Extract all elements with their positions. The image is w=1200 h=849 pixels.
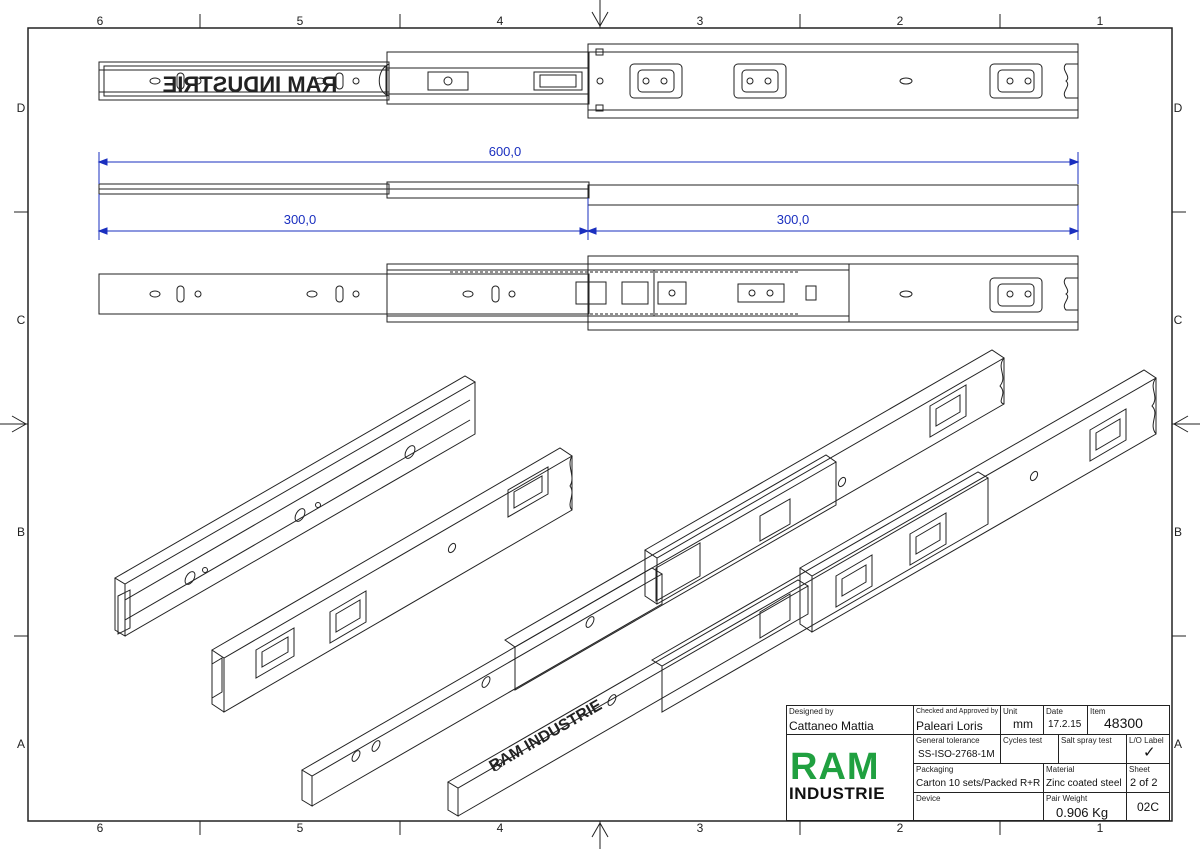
col-label: 3 [697, 821, 704, 835]
item-value: 48300 [1104, 715, 1143, 731]
device-label: Device [916, 794, 941, 803]
designed-by-label: Designed by [789, 707, 834, 716]
row-label: D [17, 101, 26, 115]
row-label: B [1174, 525, 1182, 539]
col-label: 2 [897, 14, 904, 28]
weight-value: 0.906 Kg [1056, 805, 1109, 820]
row-label: C [17, 313, 26, 327]
tolerance-label: General tolerance [916, 736, 980, 745]
unit-cell: Unit mm [1000, 705, 1044, 735]
col-label: 1 [1097, 14, 1104, 28]
ram-logo: RAM [790, 746, 880, 788]
sheet-cell: Sheet 2 of 2 [1126, 763, 1170, 793]
col-label: 3 [697, 14, 704, 28]
iso-assembly-extended [447, 369, 1157, 817]
dimension-lines [97, 152, 1080, 240]
salt-label: Salt spray test [1061, 736, 1112, 745]
tolerance-cell: General tolerance SS-ISO-2768-1M [913, 734, 1001, 764]
material-cell: Material Zinc coated steel [1043, 763, 1127, 793]
col-label: 5 [297, 821, 304, 835]
designed-by-value: Cattaneo Mattia [789, 719, 874, 733]
packaging-cell: Packaging Carton 10 sets/Packed R+R [913, 763, 1044, 793]
designed-by-cell: Designed by Cattaneo Mattia [786, 705, 914, 735]
dim-right: 300,0 [777, 212, 810, 227]
dim-left: 300,0 [284, 212, 317, 227]
revision-cell: 02C [1126, 792, 1170, 821]
col-label: 4 [497, 821, 504, 835]
date-value: 17.2.15 [1048, 719, 1082, 730]
col-label: 4 [497, 14, 504, 28]
top-view-rail [98, 43, 1079, 119]
cycles-cell: Cycles test [1000, 734, 1059, 764]
zone-ticks [14, 14, 1186, 835]
col-label: 6 [97, 821, 104, 835]
rail-logo-mirrored: RAM INDUSTRIE [163, 72, 338, 97]
row-label: D [1174, 101, 1183, 115]
checked-by-value: Paleari Loris [916, 719, 983, 733]
packaging-label: Packaging [916, 765, 954, 774]
weight-cell: Pair Weight 0.906 Kg [1043, 792, 1127, 821]
col-label: 6 [97, 14, 104, 28]
logo-cell: RAM INDUSTRIE [786, 734, 914, 821]
lo-label-cell: L/O Label ✓ [1126, 734, 1170, 764]
weight-label: Pair Weight [1046, 794, 1088, 803]
col-label: 5 [297, 14, 304, 28]
title-block: Designed by Cattaneo Mattia Checked and … [786, 705, 1170, 821]
cycles-label: Cycles test [1003, 736, 1043, 745]
checked-by-label: Checked and Approved by [916, 708, 999, 715]
device-cell: Device [913, 792, 1044, 821]
iso-inner-member [114, 375, 476, 637]
bottom-view-rail [98, 255, 1079, 331]
iso-outer-member [211, 447, 573, 713]
row-label: A [1174, 737, 1182, 751]
revision-value: 02C [1137, 800, 1160, 814]
dim-total: 600,0 [489, 144, 522, 159]
col-label: 1 [1097, 821, 1104, 835]
industrie-logo: INDUSTRIE [789, 784, 886, 803]
item-label: Item [1090, 707, 1106, 716]
row-label: A [17, 737, 25, 751]
unit-value: mm [1013, 717, 1033, 731]
iso-rail-logo: RAM INDUSTRIE [486, 697, 605, 775]
date-label: Date [1046, 707, 1063, 716]
lo-checkmark-icon: ✓ [1143, 744, 1156, 761]
item-cell: Item 48300 [1087, 705, 1170, 735]
lo-label: L/O Label [1129, 736, 1164, 745]
date-cell: Date 17.2.15 [1043, 705, 1088, 735]
material-label: Material [1046, 765, 1075, 774]
tolerance-value: SS-ISO-2768-1M [918, 749, 995, 760]
salt-cell: Salt spray test [1058, 734, 1127, 764]
drawing-border [27, 27, 1173, 822]
row-label: C [1174, 313, 1183, 327]
unit-label: Unit [1003, 707, 1018, 716]
sheet-value: 2 of 2 [1130, 777, 1158, 789]
side-view-rail [98, 181, 1079, 206]
iso-assembly-closed [301, 349, 1005, 807]
zone-labels: 6 5 4 3 2 1 6 5 4 3 2 1 D C B A D C B A [17, 14, 1183, 835]
row-label: B [17, 525, 25, 539]
material-value: Zinc coated steel [1046, 778, 1122, 789]
checked-by-cell: Checked and Approved by Paleari Loris [913, 705, 1001, 735]
sheet-label: Sheet [1129, 765, 1150, 774]
dimension-values: 600,0 300,0 300,0 [284, 144, 810, 227]
packaging-value: Carton 10 sets/Packed R+R [916, 778, 1041, 789]
col-label: 2 [897, 821, 904, 835]
